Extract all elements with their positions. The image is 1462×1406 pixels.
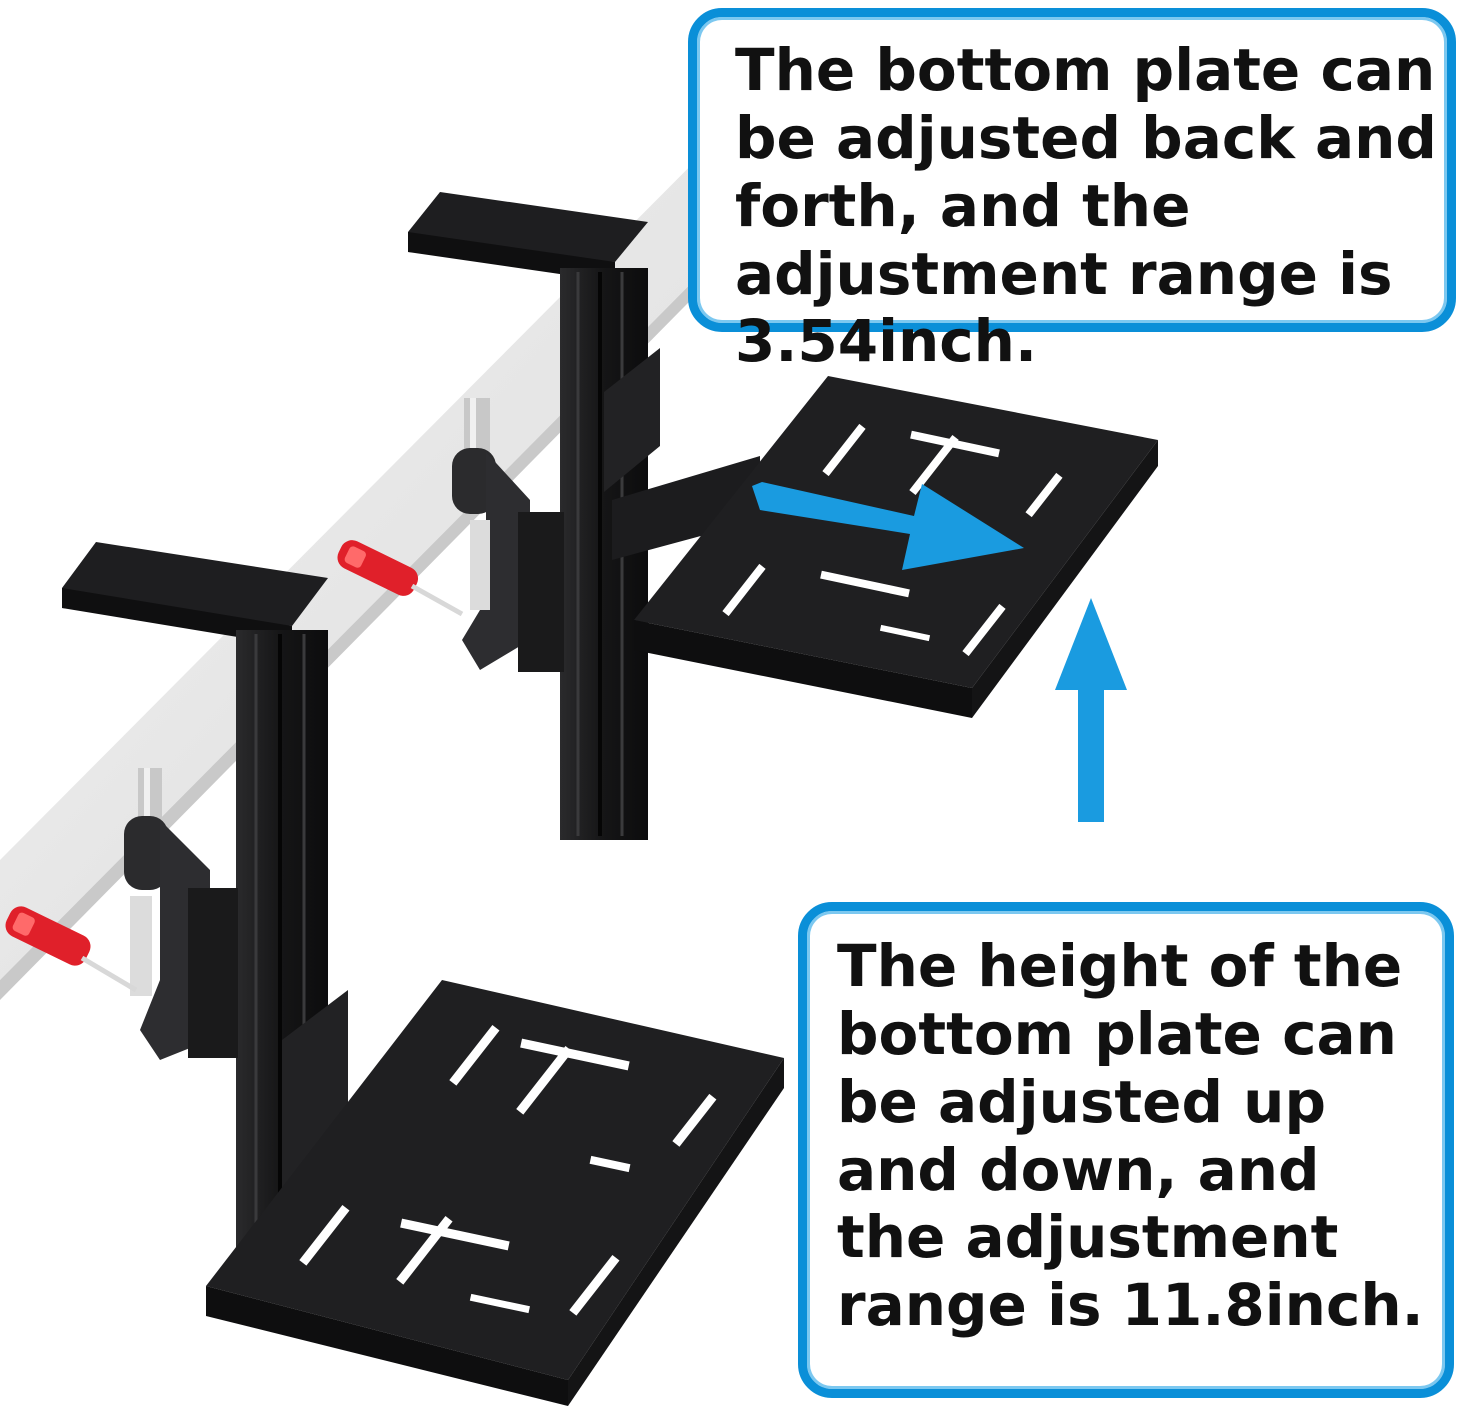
arrow-right-icon bbox=[752, 482, 1024, 570]
front-clamp-assembly bbox=[5, 542, 784, 1406]
callout-text-up-down: The height of the bottom plate can be ad… bbox=[837, 932, 1424, 1340]
callout-text-forth-back: The bottom plate can be adjusted back an… bbox=[735, 36, 1437, 376]
adjustment-callout-up-down: The height of the bottom plate can be ad… bbox=[798, 902, 1454, 1398]
adjustment-callout-forth-back: The bottom plate can be adjusted back an… bbox=[688, 8, 1456, 375]
back-clamp-assembly bbox=[337, 192, 1158, 840]
arrow-up-icon bbox=[1055, 598, 1127, 822]
